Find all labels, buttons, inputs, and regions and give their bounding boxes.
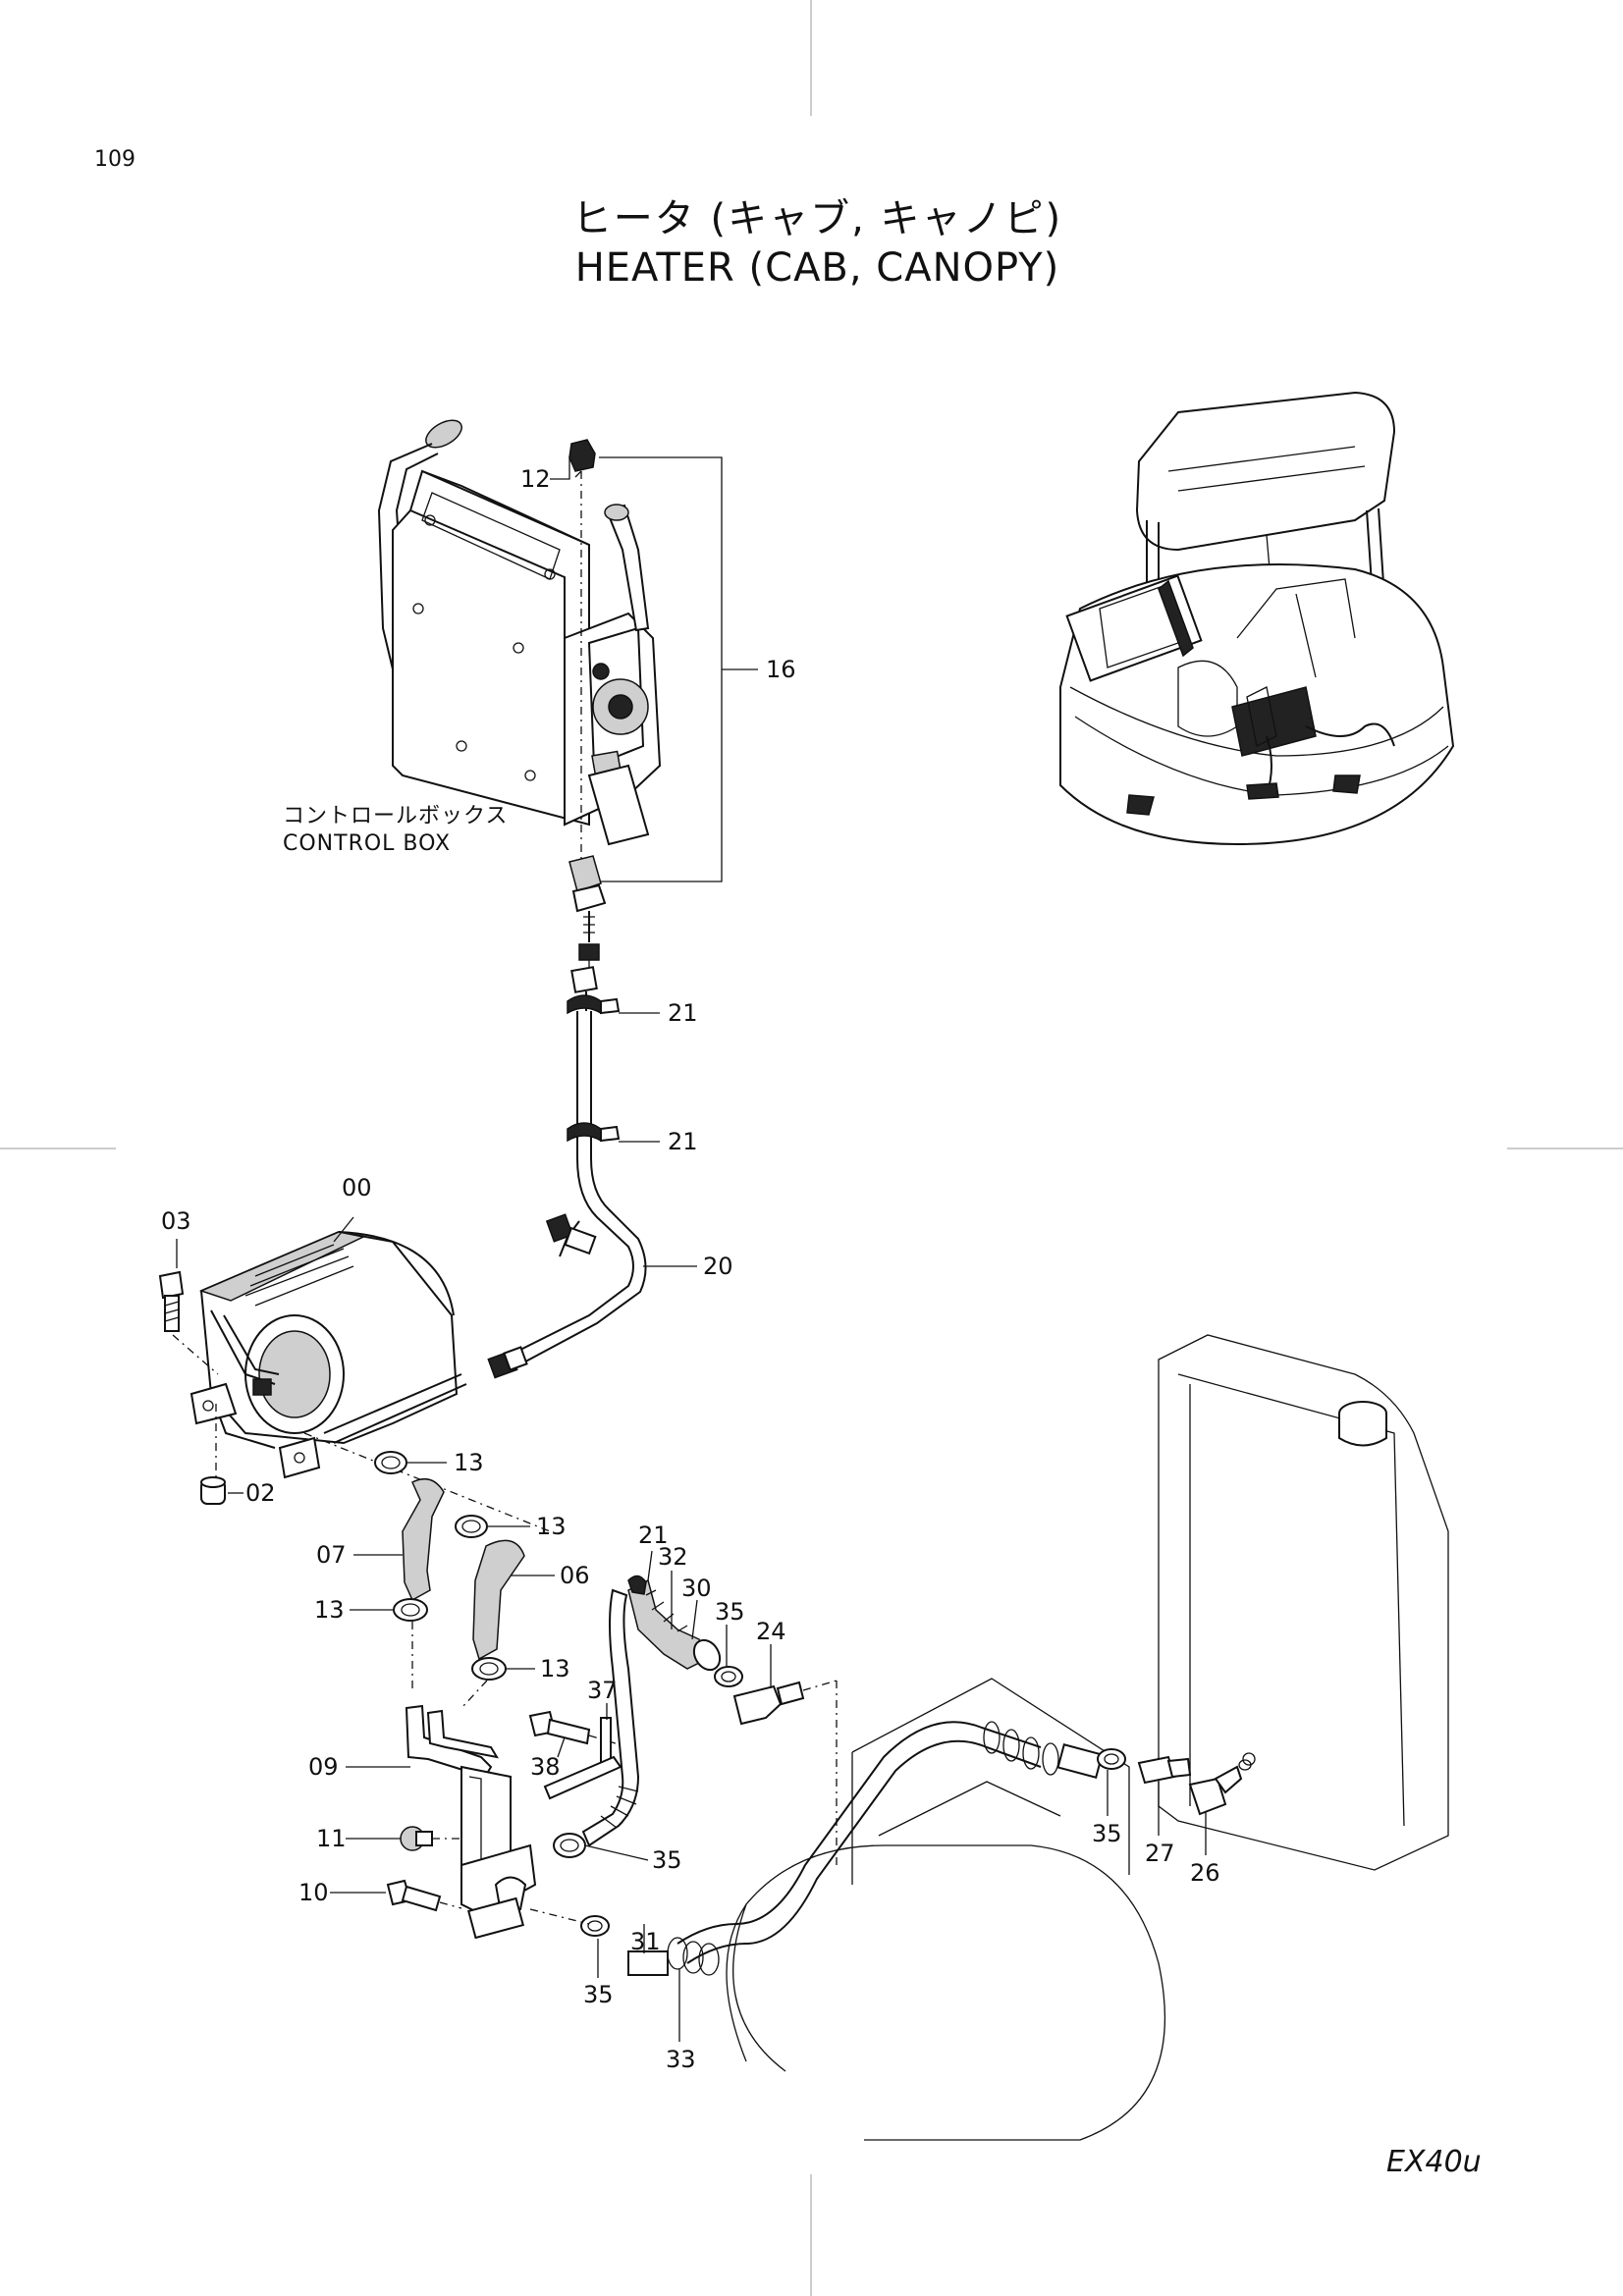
control-box-label: コントロールボックス CONTROL BOX: [283, 804, 508, 856]
control-box-label-en: CONTROL BOX: [283, 831, 451, 856]
callout-labels: 12 16 21 21 20 03 00 02 13 13 07 06 13 1…: [161, 465, 1220, 2073]
callout-00: 00: [342, 1174, 372, 1201]
hose-33-31: [529, 1721, 1104, 1976]
callout-35-b: 35: [715, 1598, 745, 1626]
callout-37: 37: [587, 1677, 618, 1704]
callout-03: 03: [161, 1207, 191, 1235]
callout-12: 12: [520, 465, 551, 493]
clamp-35-d: [1097, 1748, 1126, 1770]
part-11-nut: [400, 1826, 461, 1851]
callout-24: 24: [756, 1618, 786, 1645]
callout-32: 32: [658, 1543, 688, 1571]
callout-21-b: 21: [668, 1128, 698, 1155]
part-37-bracket: [543, 1717, 622, 1800]
callout-27: 27: [1145, 1840, 1175, 1867]
callout-30: 30: [681, 1575, 712, 1602]
title-japanese: ヒータ (キャブ, キャノピ): [571, 196, 1063, 241]
engine-block: [726, 1678, 1165, 2141]
page-number: 109: [94, 147, 135, 172]
callout-33: 33: [666, 2046, 696, 2073]
part-09-pipe-bracket: [405, 1704, 537, 1940]
part-26-elbow: [1188, 1759, 1252, 1816]
part-27-adapter: [1137, 1755, 1192, 1785]
callout-16: 16: [766, 656, 796, 683]
control-box-drawing: [377, 419, 662, 846]
callout-07: 07: [316, 1541, 347, 1569]
callout-11: 11: [316, 1825, 347, 1852]
callout-38: 38: [530, 1753, 561, 1781]
callout-13-b: 13: [536, 1513, 567, 1540]
part-16-cable-head: [568, 855, 607, 1011]
excavator-overview: [1059, 391, 1455, 846]
callout-35-a: 35: [652, 1846, 682, 1874]
part-02-grommet: [200, 1404, 226, 1505]
callout-35-c: 35: [583, 1981, 614, 2008]
part-00-heater-unit: [189, 1230, 467, 1479]
callout-10: 10: [298, 1879, 329, 1906]
hose-30-32: [553, 1575, 722, 1858]
radiator: [1158, 1334, 1449, 1871]
callout-21-a: 21: [668, 999, 698, 1027]
callout-20: 20: [703, 1253, 733, 1280]
callout-35-d: 35: [1092, 1820, 1122, 1847]
part-10-bolt: [386, 1879, 462, 1912]
callout-02: 02: [245, 1479, 276, 1507]
part-24-cock: [732, 1680, 838, 1865]
callout-31: 31: [630, 1928, 661, 1955]
callout-13-c: 13: [314, 1596, 345, 1624]
callout-13-d: 13: [540, 1655, 570, 1682]
leader-lines: [176, 456, 1207, 2042]
part-03-bolt: [158, 1270, 219, 1375]
clamp-35-b: [714, 1666, 743, 1687]
control-box-label-jp: コントロールボックス: [283, 804, 508, 828]
callout-21-c: 21: [638, 1522, 669, 1549]
model-label: EX40u: [1386, 2145, 1482, 2179]
title-english: HEATER (CAB, CANOPY): [574, 245, 1060, 291]
part-38-bolt: [528, 1710, 629, 1748]
callout-06: 06: [560, 1562, 590, 1589]
hoses-07-06: [303, 1432, 551, 1709]
callout-09: 09: [308, 1753, 339, 1781]
callout-26: 26: [1190, 1859, 1220, 1887]
callout-13-a: 13: [454, 1449, 484, 1476]
part-20-cable: [487, 994, 647, 1379]
